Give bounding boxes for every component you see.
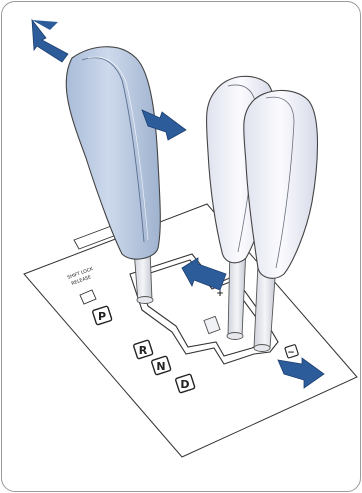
svg-text:−: −: [287, 348, 295, 358]
svg-text:D: D: [180, 378, 189, 391]
shift-knob-blue: [66, 47, 160, 259]
shifter-plate: [24, 204, 357, 457]
svg-text:P: P: [98, 310, 106, 323]
arrow-upleft-icon: [32, 20, 68, 62]
svg-text:R: R: [139, 344, 148, 357]
gear-indicator-plus: +: [216, 289, 224, 299]
svg-text:+: +: [216, 289, 224, 299]
svg-text:N: N: [156, 360, 165, 373]
